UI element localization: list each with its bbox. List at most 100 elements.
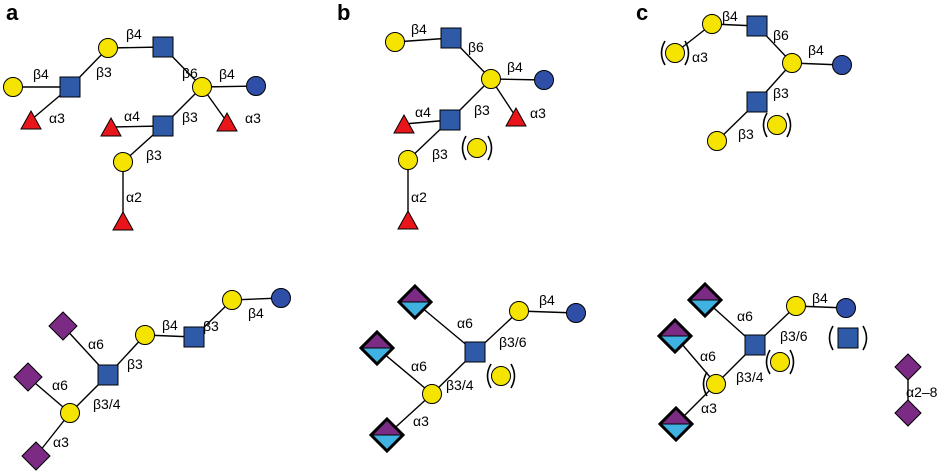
panel-letter-a: a [6, 0, 19, 25]
glucose-circle-icon [534, 70, 554, 90]
neuac-neugc-diamond-icon [657, 405, 695, 443]
galactose-circle-icon [481, 69, 501, 89]
link-label: β4 [219, 66, 235, 82]
galactose-circle-icon [135, 325, 155, 345]
link-label: α6 [411, 358, 427, 374]
link-label: α3 [692, 49, 708, 65]
link-label: α3 [701, 400, 717, 416]
neuac-neugc-diamond-icon [656, 317, 694, 355]
link-label: α4 [415, 104, 431, 120]
link-label: β3/4 [446, 377, 474, 393]
galactose-circle-icon [422, 384, 442, 404]
neuac-neugc-diamond-icon [368, 416, 406, 454]
link-label: α2 [411, 189, 427, 205]
neuac-neugc-diamond-icon [358, 329, 396, 367]
glucose-circle-icon [246, 76, 266, 96]
panel-b-bottom-residues [358, 283, 586, 454]
bracket-right-icon [684, 40, 690, 66]
glucose-circle-icon [836, 298, 856, 318]
galactose-circle-icon [786, 296, 806, 316]
link-label: β6 [468, 39, 484, 55]
galactose-circle-icon [767, 115, 787, 135]
panel-b-top-labels: β4 β6 β4 α3 β3 α4 β3 α2 [411, 21, 546, 205]
link-label: β4 [539, 292, 555, 308]
galactose-circle-icon [192, 77, 212, 97]
bracket-right-icon [487, 135, 493, 161]
glcnac-square-icon [183, 326, 205, 348]
glcnac-square-icon [464, 341, 486, 363]
panel-c-top-labels: β4 α3 β6 β4 β3 β3 [692, 8, 824, 142]
link-label: β4 [808, 42, 824, 58]
panel-b-bottom-labels: α6 β4 β3/6 α6 β3/4 α3 [411, 292, 555, 429]
link-label: β3/6 [499, 334, 527, 350]
bracket-right-icon [786, 112, 792, 138]
neuac-diamond-icon [13, 362, 43, 392]
neuac-diamond-icon [48, 311, 78, 341]
link-label: α6 [700, 348, 716, 364]
galactose-circle-icon [770, 352, 790, 372]
glcnac-square-icon [744, 334, 766, 356]
panel-a-bottom-labels: β4 β3 β4 β3 α6 β3/4 α6 α3 [52, 305, 264, 450]
link-label: β4 [507, 59, 523, 75]
galactose-circle-icon [707, 131, 727, 151]
glcnac-square-icon [746, 91, 768, 113]
link-label: α6 [737, 308, 753, 324]
link-label: β3/6 [780, 328, 808, 344]
link-label: β4 [162, 317, 178, 333]
link-label: β3/4 [93, 396, 121, 412]
galactose-circle-icon [665, 43, 685, 63]
galactose-circle-icon [467, 138, 487, 158]
link-label: β3 [773, 85, 789, 101]
link-label: α2–8 [906, 384, 938, 400]
link-label: β4 [126, 26, 142, 42]
fucose-triangle-icon [505, 106, 527, 127]
link-label: β3 [474, 102, 490, 118]
panel-a-top-residues [3, 36, 266, 231]
link-label: β4 [33, 66, 49, 82]
galactose-circle-icon [385, 32, 405, 52]
galactose-circle-icon [3, 77, 23, 97]
link-label: β4 [248, 305, 264, 321]
bracket-left-icon [828, 325, 834, 351]
link-label: α6 [52, 377, 68, 393]
galactose-circle-icon [98, 38, 118, 58]
link-label: α3 [49, 110, 65, 126]
panel-a-top-labels: β4 α3 β3 β4 β6 β4 α3 α4 β3 β3 α2 [33, 26, 261, 205]
link-label: α3 [413, 413, 429, 429]
neuac-diamond-icon [894, 399, 922, 427]
panel-letter-b: b [337, 0, 350, 25]
bracket-right-icon [510, 363, 516, 389]
link-label: β3 [432, 146, 448, 162]
galactose-circle-icon [60, 403, 80, 423]
link-label: β3 [96, 64, 112, 80]
link-label: β6 [773, 27, 789, 43]
glcnac-square-icon [152, 115, 174, 137]
galactose-circle-icon [702, 14, 722, 34]
bracket-right-icon [789, 349, 795, 375]
link-label: α3 [245, 110, 261, 126]
glcnac-square-icon [97, 364, 119, 386]
panel-b-bottom-structure [376, 301, 577, 436]
panel-b-top-residues [385, 27, 554, 230]
galactose-circle-icon [222, 290, 242, 310]
neuac-neugc-diamond-icon [396, 283, 434, 321]
link-label: α3 [53, 434, 69, 450]
galactose-circle-icon [782, 53, 802, 73]
link-label: β6 [182, 65, 198, 81]
glcnac-square-icon [152, 36, 174, 58]
link-label: α4 [124, 108, 140, 124]
link-label: β3 [738, 126, 754, 142]
panel-a-bottom-residues [13, 288, 291, 471]
link-label: α6 [457, 315, 473, 331]
panel-c-top-residues [660, 14, 852, 151]
glcnac-square-icon [746, 15, 768, 37]
link-label: β3 [127, 356, 143, 372]
bracket-left-icon [461, 135, 467, 161]
galactose-circle-icon [113, 152, 133, 172]
panel-c-bottom-residues [656, 281, 922, 443]
glucose-circle-icon [566, 303, 586, 323]
link-label: β4 [411, 21, 427, 37]
link-label: β3/4 [736, 369, 764, 385]
neuac-diamond-icon [894, 353, 922, 381]
